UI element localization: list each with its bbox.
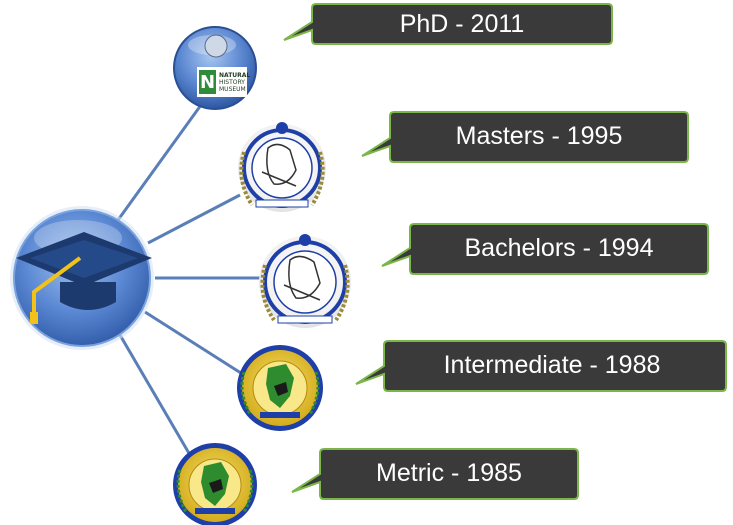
callout-metric-label: Metric - 1985 xyxy=(376,459,522,487)
callout-intermediate: Intermediate - 1988 xyxy=(355,340,727,392)
board-seal-logo xyxy=(173,443,257,525)
university-seal-logo xyxy=(259,234,351,328)
bachelors-institution-logo xyxy=(259,234,351,328)
nhm-line-3: MUSEUM xyxy=(219,86,246,93)
callout-phd: PhD - 2011 xyxy=(283,3,613,45)
connector-masters xyxy=(147,193,241,245)
phd-institution-logo: N NATURAL HISTORY MUSEUM xyxy=(173,26,257,110)
callout-masters: Masters - 1995 xyxy=(361,111,689,163)
connector-lines xyxy=(116,104,260,456)
callout-metric: Metric - 1985 xyxy=(291,448,579,500)
university-seal-logo xyxy=(238,122,326,212)
callout-bachelors: Bachelors - 1994 xyxy=(381,223,709,275)
nhm-line-1: NATURAL xyxy=(219,72,250,79)
callout-intermediate-label: Intermediate - 1988 xyxy=(444,351,661,379)
connector-intermediate xyxy=(144,310,245,377)
callout-phd-label: PhD - 2011 xyxy=(400,10,525,38)
nhm-line-2: HISTORY xyxy=(219,79,245,86)
connector-phd xyxy=(116,104,203,221)
callout-bachelors-label: Bachelors - 1994 xyxy=(464,234,653,262)
metric-institution-logo xyxy=(173,443,257,525)
hub-node xyxy=(10,206,154,350)
natural-history-museum-logo: N NATURAL HISTORY MUSEUM xyxy=(199,70,250,94)
svg-text:N: N xyxy=(200,72,215,93)
graduation-cap-icon xyxy=(16,232,152,324)
intermediate-institution-logo xyxy=(237,345,323,431)
masters-institution-logo xyxy=(238,122,326,212)
connector-metric xyxy=(118,334,192,456)
board-seal-logo xyxy=(237,345,323,431)
callout-masters-label: Masters - 1995 xyxy=(456,122,623,150)
